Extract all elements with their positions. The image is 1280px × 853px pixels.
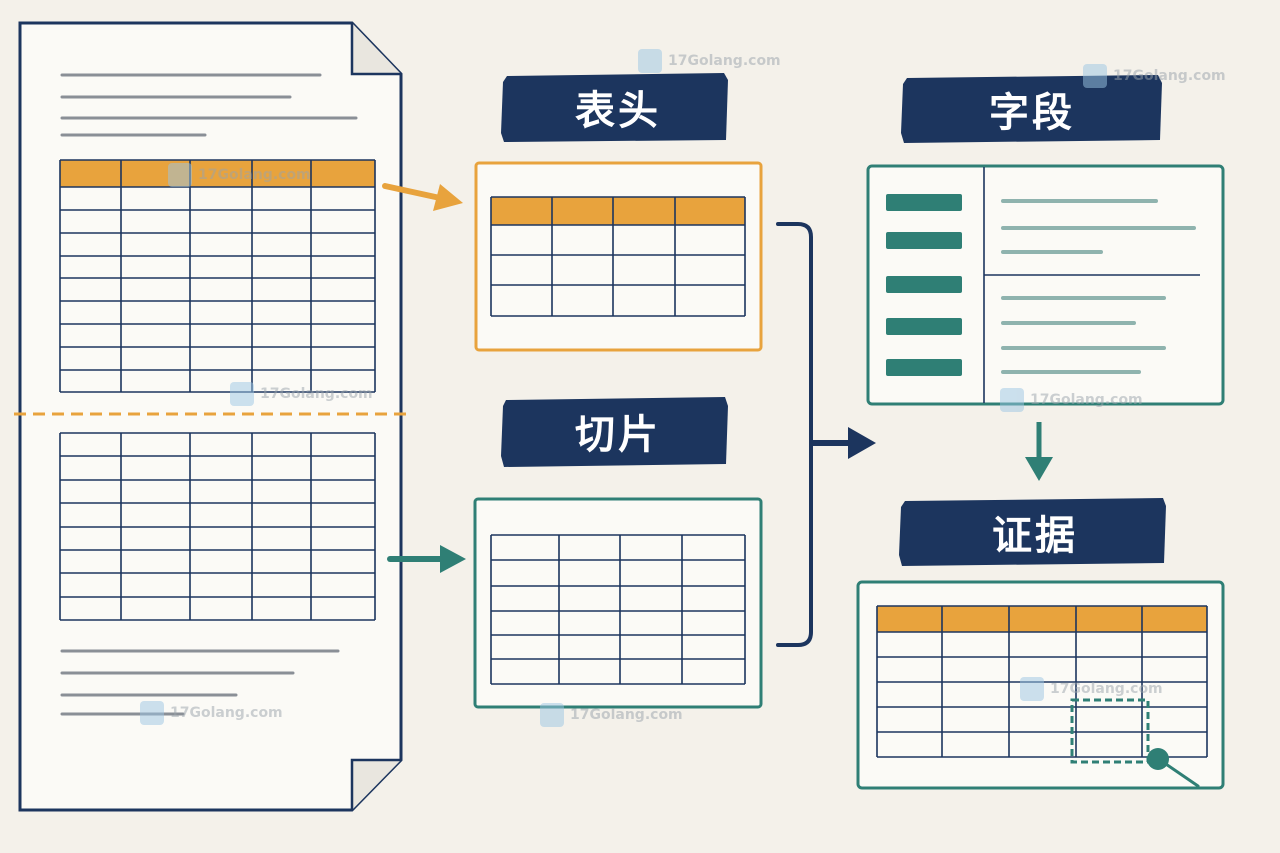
watermark-text: 17Golang.com	[198, 167, 311, 183]
document-fold-top	[350, 23, 401, 76]
header-box-grid	[490, 196, 746, 317]
watermark: 17Golang.com	[638, 49, 781, 73]
watermark: 17Golang.com	[230, 382, 373, 406]
source-document	[14, 21, 406, 812]
watermark-text: 17Golang.com	[1050, 681, 1163, 697]
slice-label-banner: 切片	[501, 397, 728, 467]
evidence-label-banner: 证据	[899, 498, 1166, 566]
evidence-table-header-row	[877, 606, 1207, 632]
field-label-banner: 字段	[901, 75, 1162, 143]
document-table-header-row	[60, 160, 375, 187]
watermark-text: 17Golang.com	[570, 707, 683, 723]
watermark-text: 17Golang.com	[260, 386, 373, 402]
header-box-header-row	[491, 197, 745, 225]
evidence-highlight-box	[1070, 698, 1150, 764]
evidence-label: 证据	[992, 513, 1078, 559]
header-box	[474, 161, 763, 352]
watermark-text: 17Golang.com	[668, 53, 781, 69]
watermark-logo-icon	[1083, 64, 1107, 88]
watermark: 17Golang.com	[540, 703, 683, 727]
watermark-logo-icon	[540, 703, 564, 727]
document-outline	[18, 21, 403, 812]
watermark-logo-icon	[168, 163, 192, 187]
header-label: 表头	[575, 88, 661, 134]
document-text-lines-top	[60, 73, 358, 137]
watermark-logo-icon	[638, 49, 662, 73]
watermark-logo-icon	[230, 382, 254, 406]
watermark: 17Golang.com	[168, 163, 311, 187]
slice-box-grid	[490, 534, 746, 685]
arrow-to-evidence	[1025, 422, 1053, 481]
watermark-text: 17Golang.com	[1030, 392, 1143, 408]
field-key-blocks	[886, 194, 962, 376]
document-table-upper-grid	[59, 159, 376, 393]
document-fold-bottom	[350, 758, 401, 810]
watermark-logo-icon	[1020, 677, 1044, 701]
arrow-to-slice	[387, 545, 466, 573]
watermark-text: 17Golang.com	[170, 705, 283, 721]
document-text-lines-bottom	[60, 649, 340, 716]
field-label: 字段	[989, 90, 1075, 136]
watermarks: 17Golang.com 17Golang.com 17Golang.com 17Go…	[140, 49, 1226, 727]
slice-label: 切片	[575, 412, 661, 458]
slice-box	[473, 497, 763, 709]
header-label-banner: 表头	[501, 73, 728, 142]
watermark: 17Golang.com	[1083, 64, 1226, 88]
watermark: 17Golang.com	[1020, 677, 1163, 701]
magnifier-icon	[1147, 748, 1169, 770]
field-value-lines	[1001, 199, 1196, 374]
field-panel	[866, 164, 1225, 406]
watermark: 17Golang.com	[1000, 388, 1143, 412]
document-table-lower	[59, 432, 376, 621]
watermark-logo-icon	[140, 701, 164, 725]
document-table-lower-grid	[59, 432, 376, 621]
arrow-to-header	[382, 183, 463, 211]
merge-bracket	[776, 222, 876, 647]
watermark-text: 17Golang.com	[1113, 68, 1226, 84]
watermark: 17Golang.com	[140, 701, 283, 725]
document-table-upper	[59, 159, 376, 393]
watermark-logo-icon	[1000, 388, 1024, 412]
